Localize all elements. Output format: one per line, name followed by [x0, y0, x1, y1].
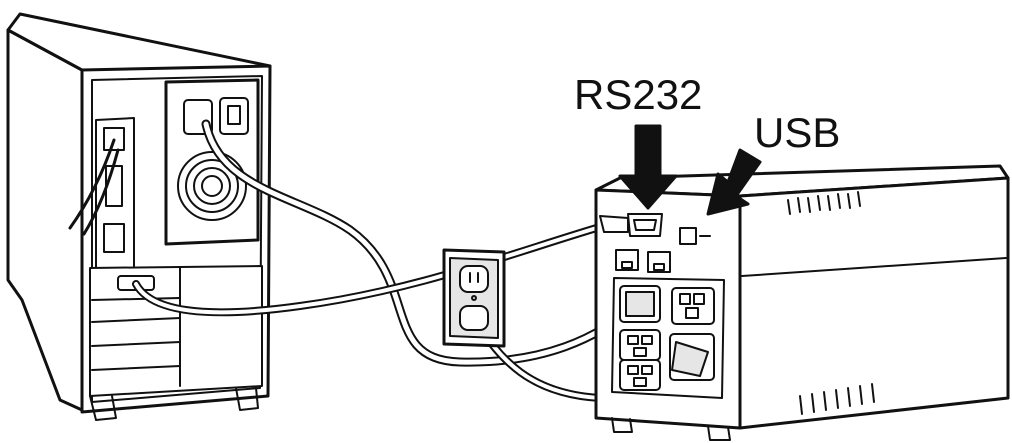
io-panel	[68, 117, 135, 273]
computer-tower	[6, 12, 272, 421]
rj-jacks	[615, 249, 671, 273]
psu-panel	[164, 78, 260, 246]
ups-unit	[594, 164, 1010, 441]
wall-outlet	[442, 248, 506, 348]
expansion-slots	[89, 265, 263, 397]
ups-outlets	[611, 277, 725, 399]
usb-label: USB	[754, 109, 841, 156]
top-vents	[787, 191, 861, 215]
rs232-label: RS232	[574, 71, 703, 118]
bottom-vents	[799, 383, 875, 415]
usb-arrow	[706, 148, 762, 216]
rs232-arrow	[618, 124, 678, 210]
usb-port	[679, 227, 711, 245]
rs232-port	[599, 213, 663, 237]
